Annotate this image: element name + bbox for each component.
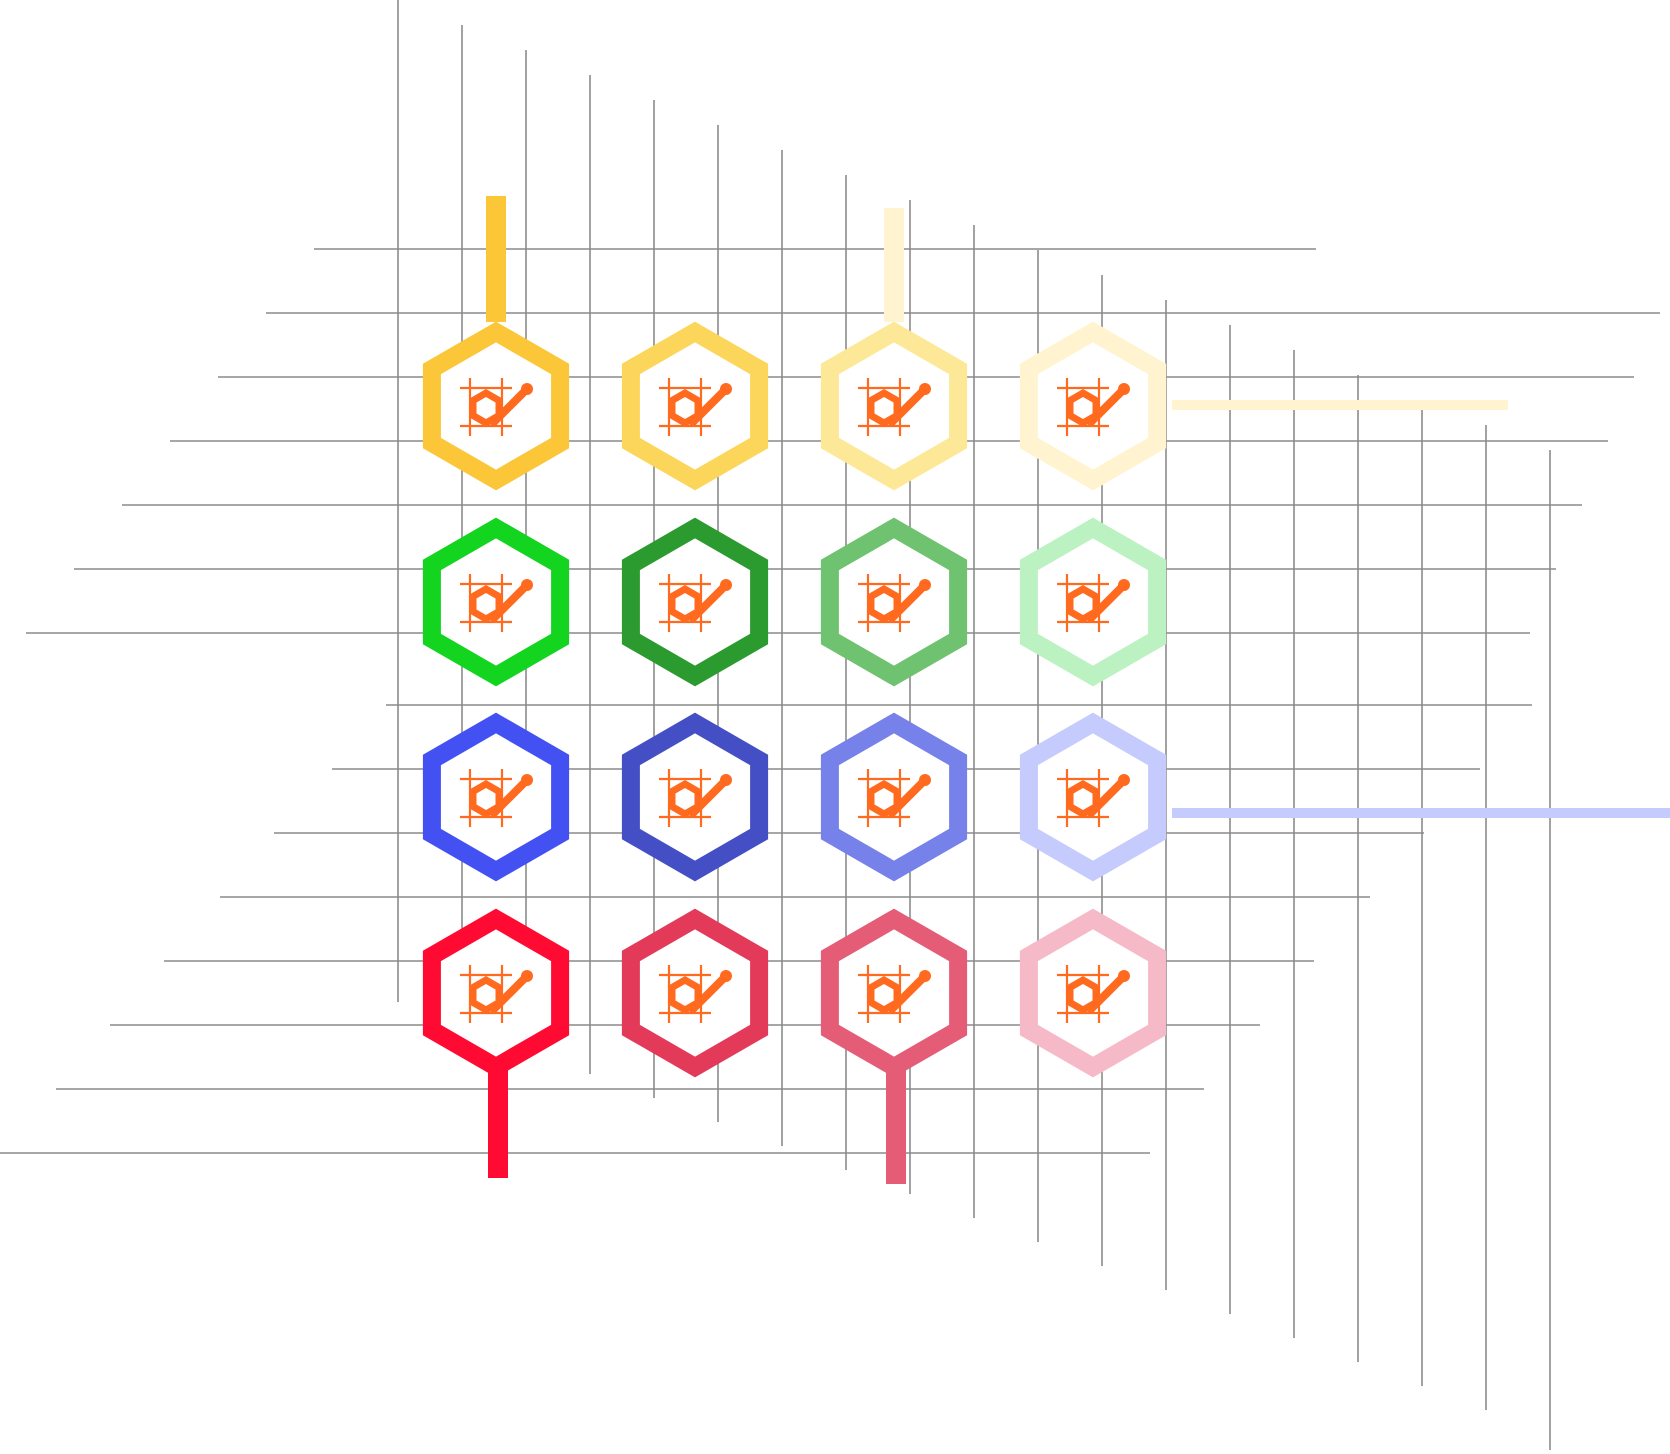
hex-cell-yellow-3[interactable] bbox=[820, 321, 968, 491]
hex-cell-red-3[interactable] bbox=[820, 908, 968, 1078]
hex-cell-green-1[interactable] bbox=[422, 517, 570, 687]
hex-cell-red-4[interactable] bbox=[1019, 908, 1167, 1078]
hexagon-pen-drafting-icon bbox=[460, 574, 533, 632]
hex-cell-green-4[interactable] bbox=[1019, 517, 1167, 687]
hex-cell-red-2[interactable] bbox=[621, 908, 769, 1078]
connectors bbox=[486, 196, 1670, 1184]
hex-cell-blue-3[interactable] bbox=[820, 712, 968, 882]
hex-cell-yellow-4[interactable] bbox=[1019, 321, 1167, 491]
hexagon-pen-drafting-icon bbox=[1057, 965, 1130, 1023]
hex-cell-red-1[interactable] bbox=[422, 908, 570, 1078]
hexagon-pen-drafting-icon bbox=[858, 574, 931, 632]
hexagon-pen-drafting-icon bbox=[1057, 769, 1130, 827]
hexagon-pen-drafting-icon bbox=[1057, 574, 1130, 632]
hexagon-pen-drafting-icon bbox=[659, 378, 732, 436]
hexagon-pen-drafting-icon bbox=[460, 965, 533, 1023]
hexagon-pen-drafting-icon bbox=[659, 965, 732, 1023]
hexagon-pen-drafting-icon bbox=[460, 378, 533, 436]
hex-cell-blue-1[interactable] bbox=[422, 712, 570, 882]
hex-cell-yellow-1[interactable] bbox=[422, 321, 570, 491]
hex-cell-green-2[interactable] bbox=[621, 517, 769, 687]
hex-cell-blue-2[interactable] bbox=[621, 712, 769, 882]
hexagon-pen-drafting-icon bbox=[858, 378, 931, 436]
hexagon-pen-drafting-icon bbox=[1057, 378, 1130, 436]
hex-cell-green-3[interactable] bbox=[820, 517, 968, 687]
hexagon-pen-drafting-icon bbox=[460, 769, 533, 827]
hexagon-pen-drafting-icon bbox=[858, 965, 931, 1023]
hexagon-pen-drafting-icon bbox=[858, 769, 931, 827]
hexagon-pen-drafting-icon bbox=[659, 574, 732, 632]
hexagon-pen-drafting-icon bbox=[659, 769, 732, 827]
hex-cell-blue-4[interactable] bbox=[1019, 712, 1167, 882]
hexagon-cells bbox=[422, 321, 1167, 1078]
hex-cell-yellow-2[interactable] bbox=[621, 321, 769, 491]
